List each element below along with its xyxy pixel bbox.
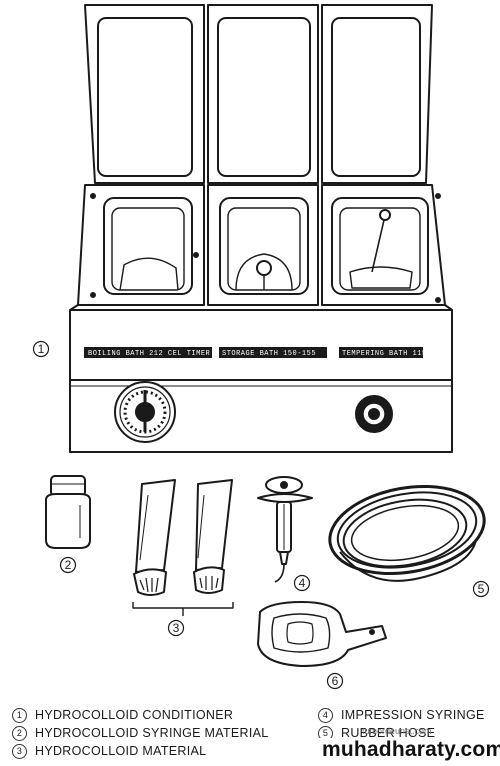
- legend-text: IMPRESSION SYRINGE: [341, 708, 485, 722]
- callout-circle-5: [472, 580, 490, 598]
- callout-circle-4: [293, 574, 311, 592]
- callout-5: 5: [478, 582, 485, 596]
- compartment-right: [321, 184, 446, 306]
- impression-syringe: [257, 476, 313, 583]
- plate-middle: STORAGE BATH 150-155: [222, 350, 316, 358]
- rubber-hose: [328, 484, 486, 582]
- plate-left: BOILING BATH 212 CEL TIMER: [88, 350, 211, 358]
- legend-item-3: 3 HYDROCOLLOID MATERIAL: [12, 744, 206, 759]
- label-strip: BOILING BATH 212 CEL TIMER STORAGE BATH …: [84, 347, 427, 358]
- legend-item-4: 4 IMPRESSION SYRINGE: [318, 708, 485, 723]
- watermark: muhadharaty.com: [318, 738, 500, 762]
- legend-text: HYDROCOLLOID MATERIAL: [35, 744, 207, 758]
- callout-3: 3: [173, 621, 180, 635]
- callout-circle-6: [326, 672, 344, 690]
- legend-text: RUBBER HOSE: [341, 726, 436, 740]
- lid-left: [84, 4, 205, 184]
- compartment-left: [77, 184, 205, 306]
- temperature-knob: [355, 395, 393, 433]
- material-tube-right: [193, 479, 233, 594]
- impression-tray: [257, 601, 387, 667]
- legend-num: 3: [12, 744, 27, 759]
- callout-circle-3: [167, 619, 185, 637]
- legend-item-2: 2 HYDROCOLLOID SYRINGE MATERIAL: [12, 726, 269, 741]
- watermark-sub: tumordeunst.com: [362, 726, 432, 736]
- lid-right: [321, 4, 433, 184]
- callout-circle-2: [59, 556, 77, 574]
- callout-4: 4: [299, 576, 306, 590]
- legend-text: HYDROCOLLOID SYRINGE MATERIAL: [35, 726, 269, 740]
- callout-1: 1: [38, 342, 45, 356]
- legend-text: HYDROCOLLOID CONDITIONER: [35, 708, 234, 722]
- callout-circle-1: [32, 340, 50, 358]
- tubes-bracket: [132, 602, 234, 616]
- plate-right: TEMPERING BATH 115: [342, 350, 427, 358]
- callout-2: 2: [65, 558, 72, 572]
- legend-num: 4: [318, 708, 333, 723]
- equipment-illustration: BOILING BATH 212 CEL TIMER STORAGE BATH …: [32, 4, 490, 690]
- timer-dial: [114, 381, 176, 443]
- callout-6: 6: [332, 674, 339, 688]
- legend-num: 1: [12, 708, 27, 723]
- material-tube-left: [133, 479, 176, 596]
- legend-num: 2: [12, 726, 27, 741]
- syringe-material-jar: [45, 475, 91, 549]
- compartment-middle: [207, 184, 319, 306]
- legend-item-1: 1 HYDROCOLLOID CONDITIONER: [12, 708, 233, 723]
- lid-middle: [207, 4, 319, 184]
